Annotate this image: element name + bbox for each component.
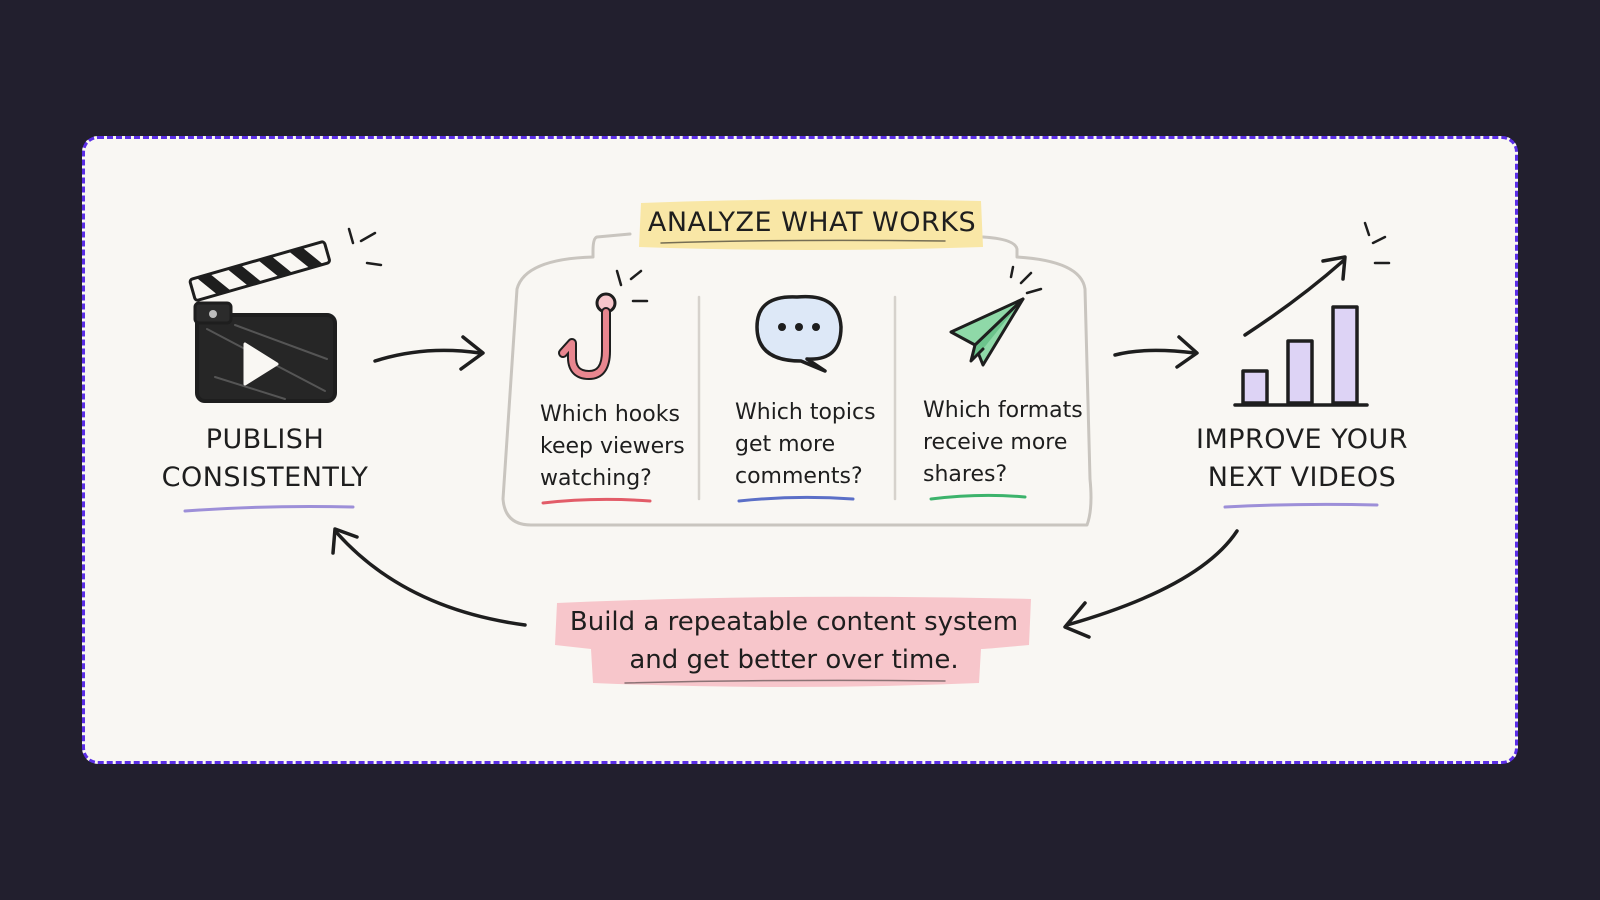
question-line: Which topics [735,400,876,425]
paper-plane-icon [949,265,1043,367]
publish-label-line: CONSISTENTLY [161,462,369,493]
question-hooks: Which hooks keep viewers watching? [540,399,685,495]
arrow-publish-to-analyze [373,348,482,363]
analyze-container [501,232,1093,527]
question-line: watching? [540,466,652,491]
arrow-analyze-to-improve [1113,348,1197,357]
improve-label-line: IMPROVE YOUR [1196,424,1408,455]
diagram-canvas: PUBLISH CONSISTENTLY ANALYZE WHAT WORKS … [82,136,1518,764]
question-formats: Which formats receive more shares? [923,395,1083,491]
speech-bubble-icon [755,294,843,373]
question-line: receive more [923,430,1068,455]
footer-highlight [555,596,1031,687]
question-line: keep viewers [540,434,685,459]
question-underline [737,495,855,503]
improve-underline [1223,502,1379,509]
footer-line: Build a repeatable content system [569,607,1019,637]
fishhook-icon [558,269,649,380]
question-line: shares? [923,462,1008,487]
arrow-improve-to-footer [1065,529,1239,627]
footer-line: and get better over time. [629,645,959,675]
analyze-title-highlight [639,199,983,250]
clapperboard-icon [188,227,383,403]
improve-label: IMPROVE YOUR NEXT VIDEOS [1189,421,1415,497]
question-topics: Which topics get more comments? [735,397,876,493]
growth-chart-icon [1233,221,1391,407]
analyze-title: ANALYZE WHAT WORKS [647,207,977,238]
publish-label: PUBLISH CONSISTENTLY [155,421,375,497]
arrow-footer-to-publish [335,531,527,627]
improve-label-line: NEXT VIDEOS [1207,462,1397,493]
question-underline [541,497,652,505]
question-underline [929,493,1027,501]
diagram-artwork [183,199,1391,687]
publish-underline [183,505,355,513]
footer-message: Build a repeatable content system and ge… [557,603,1031,679]
question-line: Which hooks [540,402,680,427]
question-line: get more [735,432,836,457]
question-line: Which formats [923,398,1083,423]
publish-label-line: PUBLISH [205,424,325,455]
question-line: comments? [735,464,863,489]
